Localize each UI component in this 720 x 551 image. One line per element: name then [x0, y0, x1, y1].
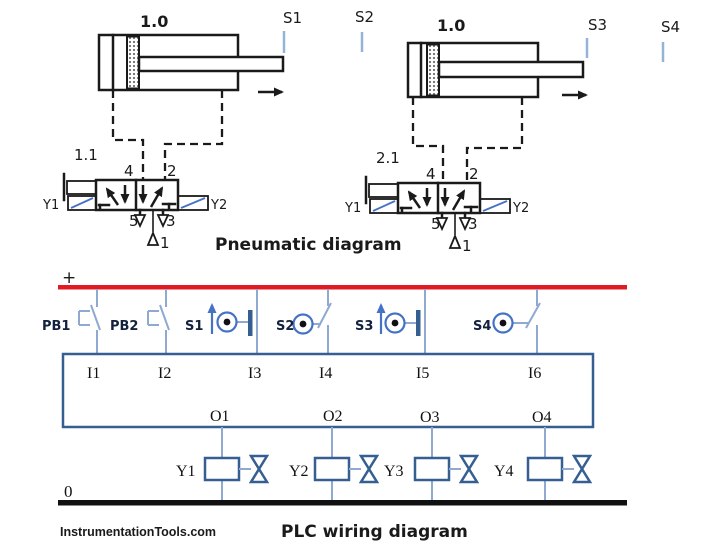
- cylinder-2-label: 1.0: [437, 16, 465, 35]
- coil-y4-label: Y4: [494, 463, 514, 480]
- port-5-label: 5: [431, 215, 441, 233]
- contact-bar-icon: [416, 310, 421, 336]
- positive-rail-label: +: [62, 268, 76, 288]
- pb2-label: PB2: [110, 319, 138, 334]
- sensor-s3-label: S3: [588, 16, 607, 34]
- valve-2-tag: 2.1: [376, 149, 400, 167]
- no-contact-icon: [525, 302, 541, 329]
- piston-rod: [137, 55, 285, 73]
- s3-label: S3: [355, 319, 373, 334]
- valve-1-y1-label: Y1: [42, 198, 59, 213]
- solenoid-valve-icon: [358, 454, 380, 484]
- valve-2-y2-label: Y2: [512, 201, 529, 216]
- input-pb1: PB1: [42, 289, 101, 354]
- contact-bar-icon: [248, 310, 253, 336]
- port-2-label: 2: [167, 162, 177, 180]
- port-5-label: 5: [129, 212, 139, 230]
- tube-cyl2-port2: [465, 97, 524, 183]
- input-s1: S1: [185, 289, 258, 354]
- tube-cyl1-port4: [111, 90, 145, 180]
- valve-2-1: 2.1 4 2 5 3 1 Y1 Y2: [344, 149, 529, 255]
- valve-1-y2-label: Y2: [210, 198, 227, 213]
- terminal-o3: O3: [420, 409, 440, 426]
- terminal-i5: I5: [416, 365, 429, 382]
- port-4-label: 4: [124, 162, 134, 180]
- solenoid-coil: [313, 456, 351, 482]
- exhaust-port-5-icon: [435, 217, 449, 232]
- input-s3: S3: [355, 289, 426, 354]
- port-4-label: 4: [426, 165, 436, 183]
- solenoid-valve-icon: [458, 454, 480, 484]
- output-y3: Y3: [384, 427, 480, 500]
- output-y2: Y2: [289, 427, 380, 500]
- s1-label: S1: [185, 319, 203, 334]
- zero-rail-label: 0: [64, 482, 73, 501]
- solenoid-coil: [526, 456, 564, 482]
- exhaust-port-3-icon: [156, 214, 170, 229]
- solenoid-coil: [413, 456, 451, 482]
- input-pb2: PB2: [110, 289, 170, 354]
- terminal-o1: O1: [210, 408, 230, 425]
- pneumatic-diagram: 1.0 1.0 S1 S2 S3 S4: [42, 8, 680, 255]
- coil-y1-label: Y1: [176, 463, 196, 480]
- terminal-o4: O4: [532, 409, 552, 426]
- exhaust-port-3-icon: [458, 217, 472, 232]
- output-y4: Y4: [494, 427, 593, 500]
- terminal-i2: I2: [158, 365, 171, 382]
- terminal-i3: I3: [248, 365, 261, 382]
- port-3-label: 3: [166, 212, 176, 230]
- port-2-label: 2: [469, 165, 479, 183]
- supply-port-1-icon: [146, 230, 160, 246]
- pneumatic-diagram-title: Pneumatic diagram: [215, 235, 402, 255]
- plunger-actuator: [368, 183, 399, 198]
- input-s4: S4: [473, 289, 541, 354]
- cylinder-1-label: 1.0: [140, 12, 168, 31]
- valve-2-y1-label: Y1: [344, 201, 361, 216]
- position-sensors: S1 S2 S3 S4: [282, 8, 680, 62]
- no-contact-icon: [90, 304, 101, 331]
- supply-port-1-icon: [448, 233, 462, 249]
- terminal-i1: I1: [87, 365, 100, 382]
- plc-diagram-title: PLC wiring diagram: [281, 522, 468, 542]
- plc-box: [61, 352, 595, 429]
- solenoid-coil: [203, 456, 241, 482]
- tube-cyl2-port4: [411, 97, 445, 183]
- pb1-label: PB1: [42, 319, 70, 334]
- solenoid-valve-icon: [248, 454, 270, 484]
- solenoid-valve-icon: [571, 454, 593, 484]
- no-contact-icon: [159, 304, 170, 331]
- sensor-s2-label: S2: [355, 8, 374, 26]
- watermark-text: InstrumentationTools.com: [60, 525, 216, 539]
- plunger-actuator: [66, 180, 97, 195]
- input-s2: S2: [276, 289, 332, 354]
- exhaust-port-5-icon: [133, 214, 147, 229]
- piston-rod: [437, 60, 585, 79]
- s2-label: S2: [276, 319, 294, 334]
- valve-1-1: 1.1 4 2 5 3 1 Y1 Y2: [42, 146, 227, 252]
- sensor-s1-label: S1: [283, 9, 302, 27]
- tube-cyl1-port2: [163, 90, 224, 180]
- valve-1-tag: 1.1: [74, 146, 98, 164]
- coil-y3-label: Y3: [384, 463, 404, 480]
- terminal-i6: I6: [528, 365, 541, 382]
- no-contact-icon: [317, 302, 332, 329]
- terminal-i4: I4: [319, 365, 332, 382]
- s4-label: S4: [473, 319, 491, 334]
- port-3-label: 3: [468, 215, 478, 233]
- sensor-s4-label: S4: [661, 18, 680, 36]
- positive-rail: [58, 285, 627, 290]
- output-y1: Y1: [176, 427, 270, 500]
- cylinder-1: [97, 33, 285, 97]
- cylinder-2: [406, 41, 588, 100]
- terminal-o2: O2: [323, 408, 343, 425]
- coil-y2-label: Y2: [289, 463, 309, 480]
- port-1-label: 1: [462, 237, 472, 255]
- negative-rail: [58, 500, 627, 506]
- port-1-label: 1: [160, 234, 170, 252]
- plc-wiring-diagram: + PB1 PB2: [42, 268, 627, 542]
